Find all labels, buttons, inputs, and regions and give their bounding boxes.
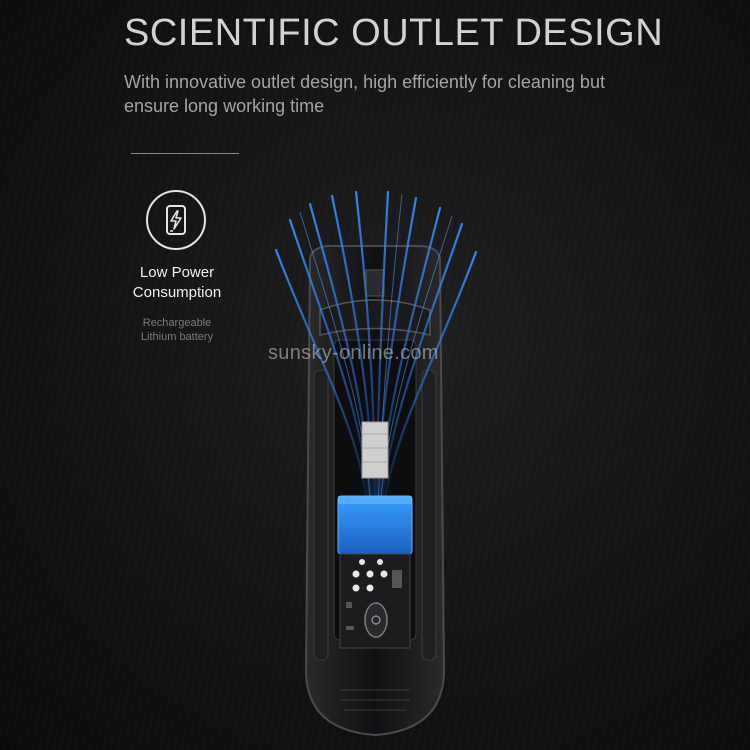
feature-description: Rechargeable Lithium battery [116,316,238,344]
feature-desc-line1: Rechargeable [142,317,212,329]
feature-badge [146,190,206,250]
power-button [364,602,388,638]
feature-title-line2: Consumption [132,284,222,301]
watermark: sunsky-online.com [268,342,439,364]
vacuum-product-illustration [274,190,478,737]
battery-pack [337,495,413,555]
page-description: With innovative outlet design, high effi… [124,72,605,116]
page-title: SCIENTIFIC OUTLET DESIGN [124,12,664,54]
feature-title-line1: Low Power [139,264,215,281]
divider [131,153,239,154]
battery-charge-icon [166,205,186,235]
feature-title: Low Power Consumption [116,263,238,303]
feature-desc-line2: Lithium battery [140,331,214,343]
